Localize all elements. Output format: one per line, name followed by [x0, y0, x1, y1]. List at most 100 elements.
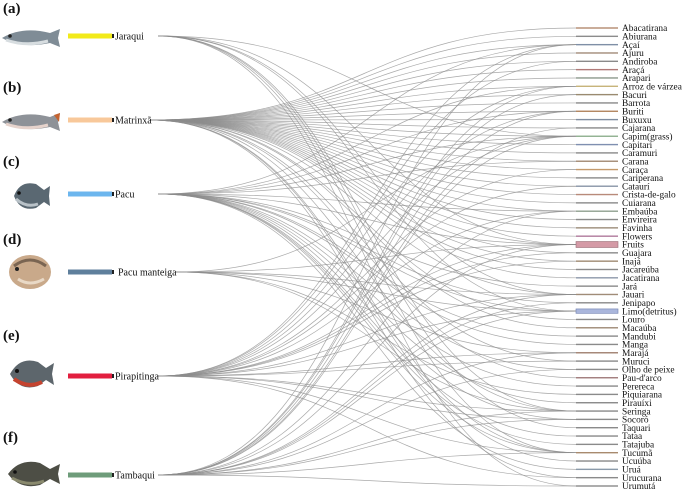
fish-label: Pirapitinga: [115, 372, 159, 383]
link-pirapitinga-urucurana: [157, 375, 577, 479]
food-label: Macaúba: [622, 324, 657, 334]
fish-label: Pacu manteiga: [118, 268, 177, 279]
food-label: Cataurí: [622, 182, 650, 192]
link-matrinxa-bacuri: [149, 94, 577, 121]
link-tambaqui-fruits: [157, 244, 577, 476]
food-label: Capim(grass): [622, 131, 673, 142]
food-node-maraja: Marajá: [576, 349, 649, 359]
food-label: Tatajuba: [622, 441, 655, 451]
food-node-arapari: Arapari: [576, 74, 651, 84]
food-node-urua: Uruá: [576, 466, 642, 476]
food-label: Cajarana: [622, 124, 656, 134]
food-bar: [576, 268, 618, 271]
link-layer: [149, 27, 577, 487]
food-node-envireira: Envireira: [576, 216, 658, 226]
link-matrinxa-arroz-de-varzea: [149, 85, 577, 121]
food-bar: [576, 235, 618, 237]
link-pacu-manteiga-fruits: [175, 244, 577, 273]
link-matrinxa-crista-de-galo: [149, 119, 577, 195]
food-label: Socoró: [622, 416, 649, 426]
food-node-andiroba: Andiroba: [576, 58, 658, 68]
food-label: Flowers: [622, 232, 653, 242]
food-bar: [576, 260, 618, 262]
food-node-arroz-de-varzea: Arroz de várzea: [576, 82, 683, 92]
link-matrinxa-cajarana: [149, 119, 577, 129]
food-node-flowers: Flowers: [576, 232, 653, 242]
link-pirapitinga-inaja: [157, 260, 577, 377]
food-label: Mandubi: [622, 332, 656, 342]
fish-bar-tick: [112, 374, 114, 378]
link-matrinxa-favinha: [149, 119, 577, 229]
food-node-seringa: Seringa: [576, 407, 651, 417]
link-matrinxa-acai: [149, 44, 577, 121]
food-bar: [576, 27, 618, 29]
food-label: Muruci: [622, 357, 650, 367]
food-bar: [576, 193, 618, 196]
food-node-muruci: Muruci: [576, 357, 650, 367]
fish-bar-tick: [112, 473, 114, 477]
food-node-manga: Manga: [576, 341, 649, 351]
food-node-piquiarana: Piquiarana: [576, 391, 663, 401]
food-bar: [576, 210, 618, 212]
link-pirapitinga-caraca: [157, 169, 577, 377]
food-label: Marajá: [622, 349, 649, 359]
fish-node-pacu-manteiga: (d)Pacu manteiga: [3, 232, 177, 289]
food-bar: [576, 368, 618, 371]
link-matrinxa-fruits: [149, 119, 577, 245]
food-node-barrota: Barrota: [576, 99, 651, 109]
link-tambaqui-cajarana: [157, 127, 577, 476]
link-matrinxa-embauba: [149, 119, 577, 212]
link-matrinxa-carana: [149, 119, 577, 162]
food-label: Arapari: [622, 74, 651, 84]
link-tambaqui-bacuri: [157, 94, 577, 476]
link-matrinxa-catauri: [149, 119, 577, 187]
link-pacu-tucuma: [157, 193, 577, 454]
link-pacu-manteiga-seringa: [175, 271, 577, 412]
fish-bar: [68, 33, 112, 39]
food-label: Embaúba: [622, 207, 658, 217]
food-label: Inajá: [622, 257, 642, 267]
food-bar: [576, 302, 618, 304]
link-pacu-manteiga-capim-grass: [175, 135, 577, 273]
food-label: Fruits: [622, 241, 644, 251]
food-node-tataa: Tataa: [576, 432, 643, 442]
food-node-urucurana: Urucurana: [576, 474, 662, 484]
link-pacu-manteiga-piquiarana: [175, 271, 577, 395]
food-label: Ucuúba: [622, 457, 652, 467]
link-matrinxa-macauba: [149, 119, 577, 329]
link-pirapitinga-socoro: [157, 375, 577, 420]
link-tambaqui-jenipapo: [157, 302, 577, 476]
link-pirapitinga-seringa: [157, 375, 577, 412]
fish-bar: [68, 373, 112, 379]
fish-bar: [68, 117, 112, 123]
food-node-olho-de-peixe: Olho de peixe: [576, 366, 675, 376]
link-matrinxa-envireira: [149, 119, 577, 220]
food-bar: [576, 277, 618, 279]
food-label: Açaí: [622, 41, 640, 51]
food-label: Ajuru: [622, 49, 644, 59]
food-node-abiurana: Abiurana: [576, 33, 658, 43]
food-bar: [576, 202, 618, 204]
food-label: Jacareúba: [622, 266, 660, 276]
fish-node-jaraqui: (a)Jaraqui: [2, 1, 144, 47]
link-pacu-pirauixi: [157, 193, 577, 404]
food-bar: [576, 135, 618, 137]
link-matrinxa-capim-grass: [149, 119, 577, 137]
food-label: Jauari: [622, 291, 645, 301]
food-node-ajuru: Ajuru: [576, 49, 644, 59]
tambaqui-fish-icon: [8, 461, 60, 487]
link-tambaqui-limo-detritus: [157, 310, 577, 476]
link-pacu-mandubi: [157, 193, 577, 337]
fish-bar-tick: [112, 270, 114, 274]
food-node-cariperana: Cariperana: [576, 174, 664, 184]
food-bar: [576, 385, 618, 387]
food-node-pirauixi: Pirauíxi: [576, 399, 652, 409]
link-matrinxa-jauari: [149, 119, 577, 295]
matrinxa-fish-icon: [2, 113, 60, 131]
food-node-socoro: Socoró: [576, 416, 649, 426]
food-label: Uruá: [622, 466, 642, 476]
link-jaraqui-tucuma: [157, 35, 577, 454]
pirapitinga-fish-icon: [10, 360, 54, 388]
food-label: Limo(detritus): [622, 306, 677, 317]
link-matrinxa-ajuru: [149, 52, 577, 121]
